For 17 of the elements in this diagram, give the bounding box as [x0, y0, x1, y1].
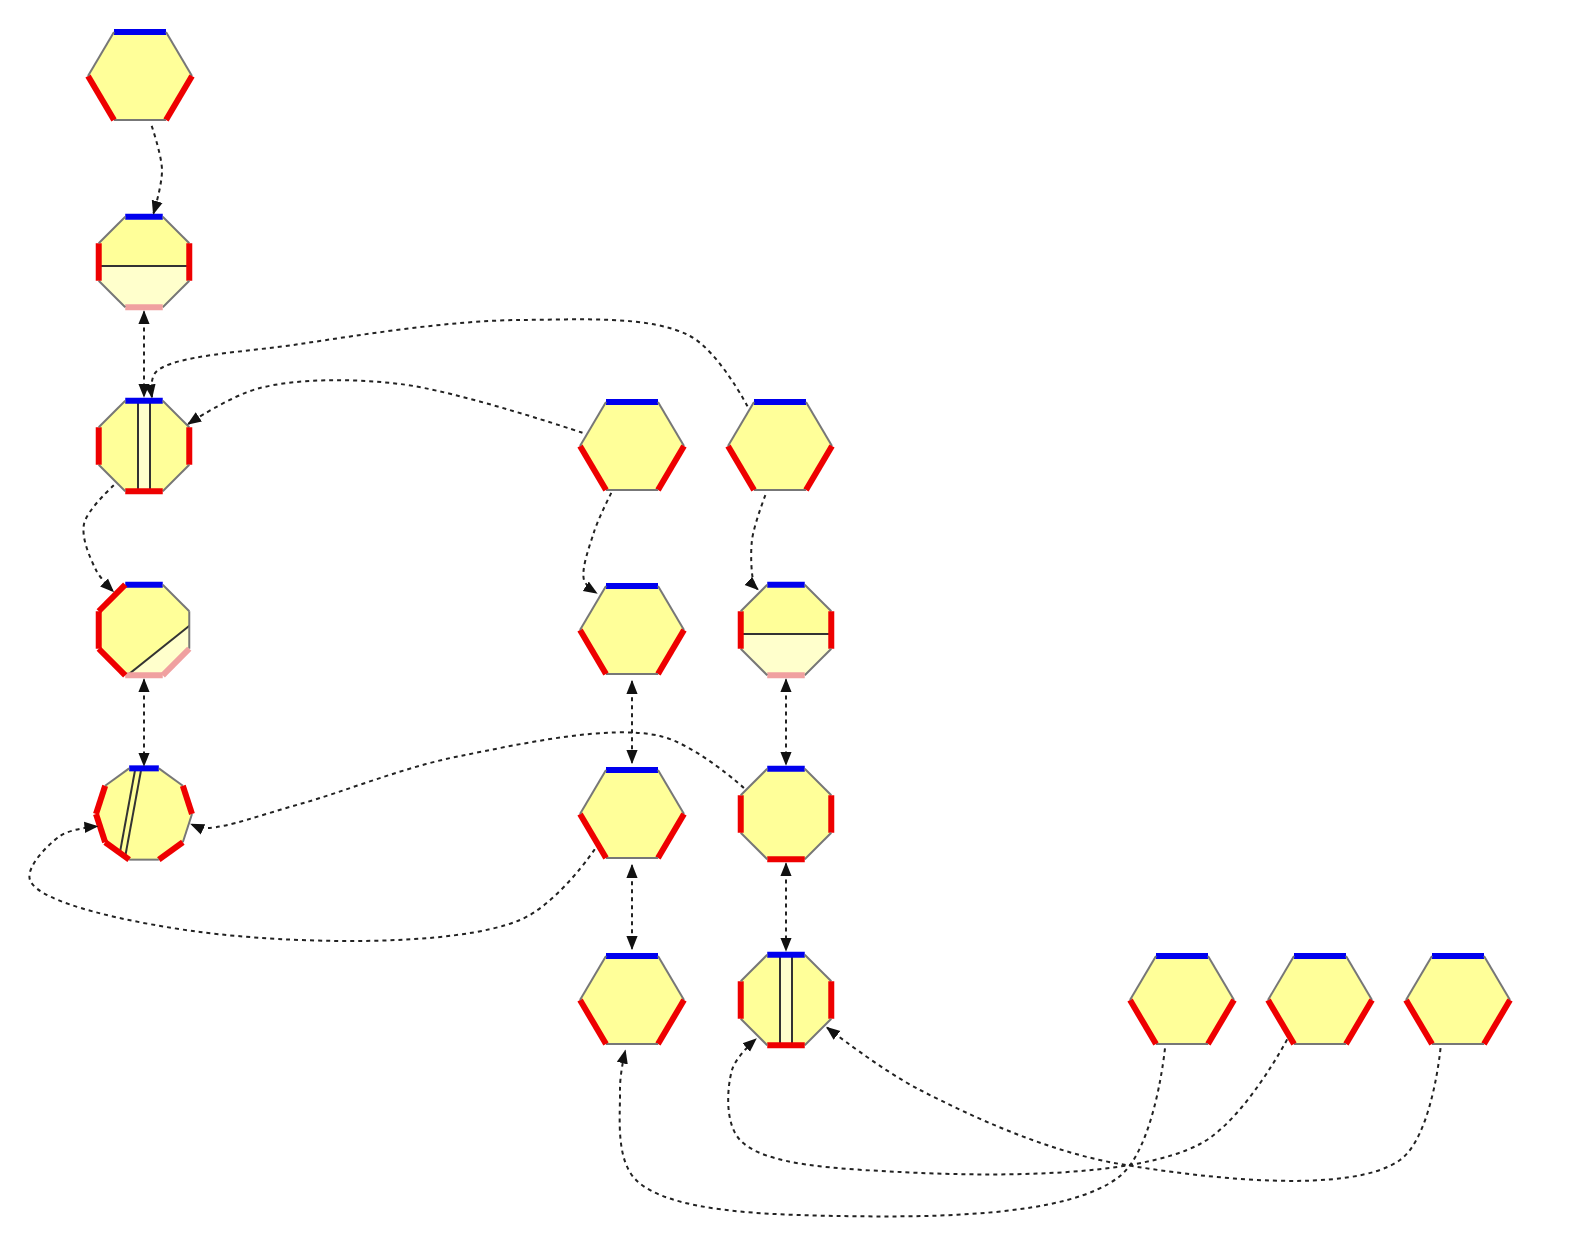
- dotted-arrow: [744, 494, 767, 591]
- dotted-arrow: [826, 1026, 1442, 1182]
- dotted-arrow: [616, 1047, 1166, 1218]
- double-headed-arrow: [626, 863, 638, 951]
- double-headed-arrow: [138, 678, 150, 767]
- dotted-arrow: [187, 379, 584, 434]
- double-headed-arrow: [780, 862, 792, 952]
- dotted-arrow: [28, 821, 596, 942]
- dotted-arrow: [190, 731, 745, 835]
- double-headed-arrow: [138, 310, 150, 398]
- double-headed-arrow: [626, 679, 638, 765]
- double-headed-arrow: [780, 678, 792, 766]
- dotted-arrow: [82, 484, 115, 593]
- dotted-arrow: [144, 318, 749, 408]
- dotted-arrow: [582, 491, 613, 594]
- dotted-arrow: [150, 124, 163, 215]
- dotted-arrow: [727, 1038, 1289, 1176]
